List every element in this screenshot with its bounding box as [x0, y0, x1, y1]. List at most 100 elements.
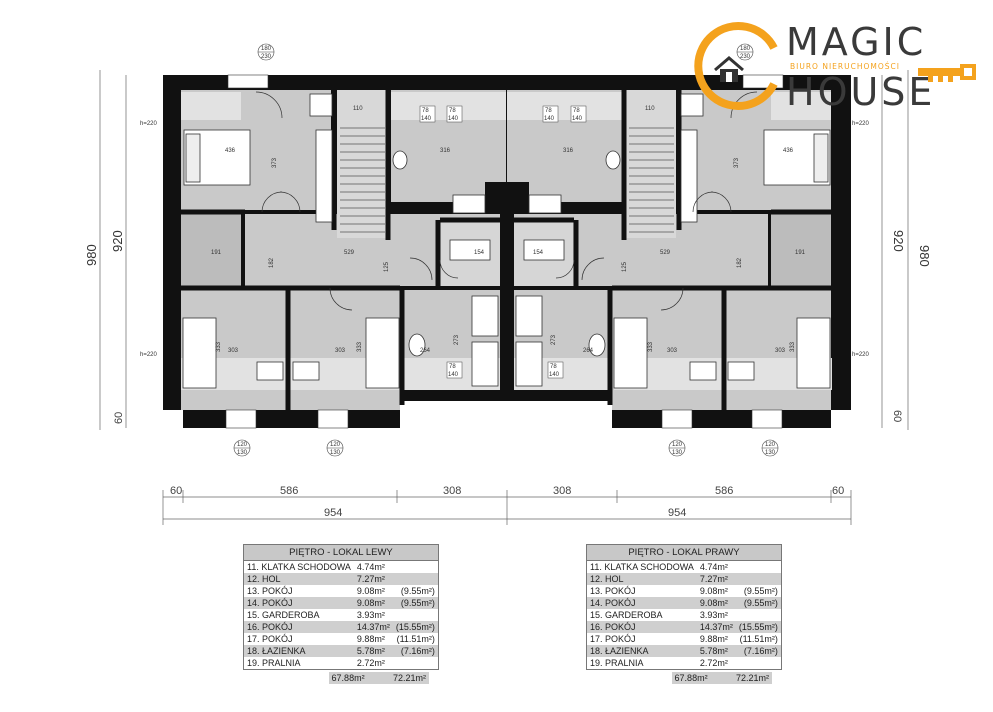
room-dim: 264: [583, 348, 594, 354]
svg-text:78: 78: [545, 108, 552, 114]
washer-right: [523, 239, 565, 261]
room-dim: 303: [775, 348, 786, 354]
room-dim: 333: [357, 341, 363, 352]
svg-text:130: 130: [672, 450, 683, 456]
bed-right-b2: [796, 317, 831, 389]
room-dim: 333: [216, 341, 222, 352]
svg-text:78: 78: [449, 108, 456, 114]
stair-treads: [340, 127, 674, 233]
svg-text:130: 130: [330, 450, 341, 456]
dim-bottom-1: 60: [170, 485, 182, 497]
shower-right: [515, 295, 543, 337]
area-table-right: PIĘTRO - LOKAL PRAWY 11. KLATKA SCHODOWA…: [586, 544, 782, 684]
room-dim: 303: [667, 348, 678, 354]
height-mark: h=220: [140, 121, 158, 127]
house-icon: [714, 56, 744, 82]
bed-left-b2: [365, 317, 400, 389]
room-dim: 110: [353, 106, 363, 112]
svg-text:140: 140: [421, 116, 432, 122]
room-dim: 191: [795, 250, 806, 256]
svg-text:120: 120: [765, 442, 776, 448]
room-dim: 436: [225, 148, 236, 154]
dimension-lines: [99, 70, 909, 525]
window-label-bottom-3: 120 130: [668, 439, 686, 457]
room-dim: 373: [272, 157, 278, 168]
room-dim: 110: [645, 106, 655, 112]
room-dim: 125: [622, 261, 628, 272]
room-dim: 264: [420, 348, 431, 354]
dim-left-outer: 980: [84, 244, 99, 266]
chimney: [485, 182, 529, 214]
svg-text:140: 140: [448, 116, 459, 122]
party-wall: [500, 214, 514, 410]
svg-text:120: 120: [330, 442, 341, 448]
toilet-right: [588, 333, 606, 357]
toilet-left: [408, 333, 426, 357]
room-dim: 316: [440, 148, 451, 154]
room-dim: 182: [269, 257, 275, 268]
toilet-top-left: [392, 150, 408, 170]
shower-left: [471, 295, 499, 337]
bath-left: [471, 341, 499, 387]
room-dim: 273: [454, 334, 460, 345]
desk-right-b1: [689, 361, 717, 381]
room-dim: 333: [790, 341, 796, 352]
room-dim: 529: [344, 250, 355, 256]
svg-text:140: 140: [448, 372, 459, 378]
room-dim: 191: [211, 250, 222, 256]
chair-right: [680, 93, 704, 117]
dim-bottom-4: 308: [553, 485, 571, 497]
bed-right-b1: [613, 317, 648, 389]
svg-text:140: 140: [572, 116, 583, 122]
stairs-right: [626, 90, 676, 238]
height-mark: h=220: [852, 121, 870, 127]
svg-text:78: 78: [550, 364, 557, 370]
furniture: [182, 93, 831, 389]
room-dim: 303: [228, 348, 239, 354]
svg-text:120: 120: [237, 442, 248, 448]
key-icon: [918, 64, 976, 82]
room-dim: 182: [737, 257, 743, 268]
window-label-bottom-2: 120 130: [326, 439, 344, 457]
svg-text:78: 78: [573, 108, 580, 114]
desk-right: [680, 129, 698, 223]
interior-walls: [181, 88, 831, 410]
bath-right: [515, 341, 543, 387]
dim-bottom-5: 586: [715, 485, 733, 497]
desk-left-b1: [256, 361, 284, 381]
svg-text:230: 230: [740, 54, 751, 60]
wardrobe-right: [771, 214, 831, 286]
toilet-top-right: [605, 150, 621, 170]
table-title: PIĘTRO - LOKAL LEWY: [243, 544, 439, 561]
svg-text:78: 78: [422, 108, 429, 114]
room-dim: 125: [384, 261, 390, 272]
dim-left-bottom: 60: [113, 412, 125, 424]
chair-left: [309, 93, 333, 117]
dim-bottom-2: 586: [280, 485, 298, 497]
height-mark: h=220: [852, 352, 870, 358]
door-swings: [255, 91, 758, 311]
logo-ring: [694, 22, 778, 110]
svg-text:230: 230: [261, 54, 272, 60]
window-label-top-right: 180 230: [736, 43, 754, 61]
logo-text-magic: MAGIC: [786, 20, 927, 64]
